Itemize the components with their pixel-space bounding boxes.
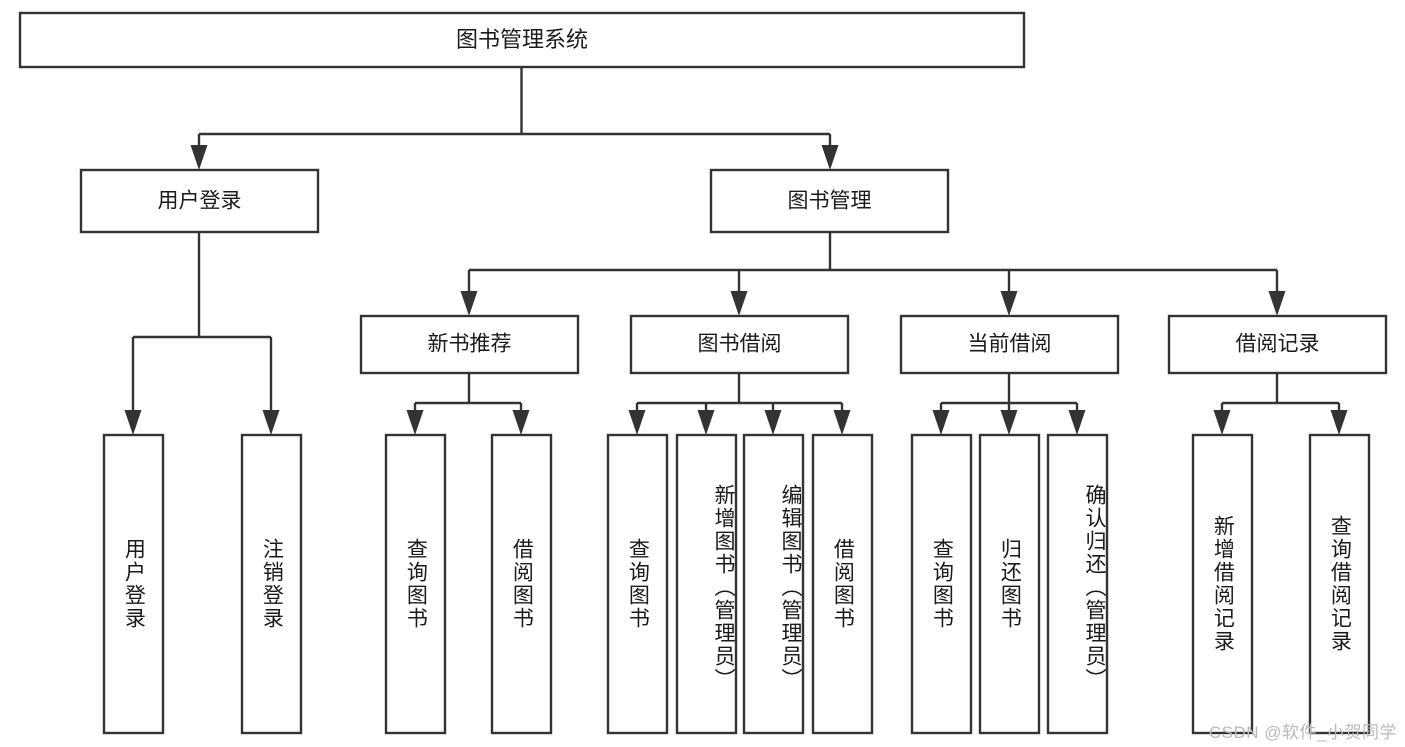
arrow-head-new-book-recommend: [460, 291, 478, 316]
node-user-login-label: 用户登录: [158, 190, 242, 213]
node-book-borrow-box[interactable]: [629, 314, 850, 375]
arrow-head-leaf-confirm-return: [1068, 410, 1086, 435]
leaf-box-query-book-3[interactable]: [910, 433, 973, 735]
node-new-book-recommend-label: 新书推荐: [428, 333, 512, 356]
node-borrow-record-box[interactable]: [1167, 314, 1388, 375]
arrow-head-leaf-user-login: [124, 410, 142, 435]
node-book-borrow[interactable]: 图书借阅: [629, 314, 850, 375]
node-current-borrow-label: 当前借阅: [968, 333, 1052, 356]
arrow-head-leaf-borrow-book-1: [512, 410, 530, 435]
connector-group: [124, 67, 1348, 435]
node-borrow-record-label: 借阅记录: [1236, 333, 1320, 356]
csdn-watermark: CSDN @软件_小贺同学: [1208, 723, 1397, 742]
node-new-book-recommend[interactable]: 新书推荐: [359, 314, 580, 375]
node-current-borrow[interactable]: 当前借阅: [899, 314, 1120, 375]
leaf-box-logout[interactable]: [240, 433, 303, 735]
arrow-head-leaf-query-record: [1330, 410, 1348, 435]
node-root-label: 图书管理系统: [456, 27, 588, 52]
leaf-box-user-login[interactable]: [102, 433, 165, 735]
node-root-box[interactable]: [18, 11, 1026, 69]
arrow-head-leaf-query-book-1: [406, 410, 424, 435]
arrow-head-leaf-return-book: [1000, 410, 1018, 435]
leaf-box-borrow-book-2[interactable]: [811, 433, 874, 735]
leaf-box-add-book[interactable]: [675, 433, 738, 735]
node-root[interactable]: 图书管理系统: [18, 11, 1026, 69]
node-book-borrow-label: 图书借阅: [698, 333, 782, 356]
leaf-box-borrow-book-1[interactable]: [490, 433, 553, 735]
node-current-borrow-box[interactable]: [899, 314, 1120, 375]
arrow-head-leaf-query-book-3: [932, 410, 950, 435]
leaf-box-query-book-1[interactable]: [384, 433, 447, 735]
arrow-head-leaf-query-book-2: [628, 410, 646, 435]
leaf-box-confirm-return[interactable]: [1046, 433, 1109, 735]
arrow-head-user-login: [190, 145, 208, 170]
leaf-box-group: [102, 433, 1371, 735]
arrow-head-leaf-add-record: [1213, 410, 1231, 435]
node-borrow-record[interactable]: 借阅记录: [1167, 314, 1388, 375]
arrow-head-book-manage: [821, 145, 839, 170]
arrow-head-leaf-edit-book: [764, 410, 782, 435]
arrow-head-leaf-logout: [262, 410, 280, 435]
node-new-book-recommend-box[interactable]: [359, 314, 580, 375]
leaf-box-add-record[interactable]: [1191, 433, 1254, 735]
arrow-head-current-borrow: [1000, 291, 1018, 316]
node-user-login-box[interactable]: [79, 168, 320, 234]
leaf-box-return-book[interactable]: [978, 433, 1041, 735]
node-book-manage-label: 图书管理: [788, 190, 872, 213]
leaf-box-query-record[interactable]: [1308, 433, 1371, 735]
node-book-manage-box[interactable]: [709, 168, 950, 234]
leaf-box-query-book-2[interactable]: [606, 433, 669, 735]
arrow-head-borrow-record: [1268, 291, 1286, 316]
arrow-head-leaf-borrow-book-2: [833, 410, 851, 435]
leaf-box-edit-book[interactable]: [742, 433, 805, 735]
arrow-head-book-borrow: [730, 291, 748, 316]
arrow-head-leaf-add-book: [697, 410, 715, 435]
node-user-login[interactable]: 用户登录: [79, 168, 320, 234]
node-book-manage[interactable]: 图书管理: [709, 168, 950, 234]
